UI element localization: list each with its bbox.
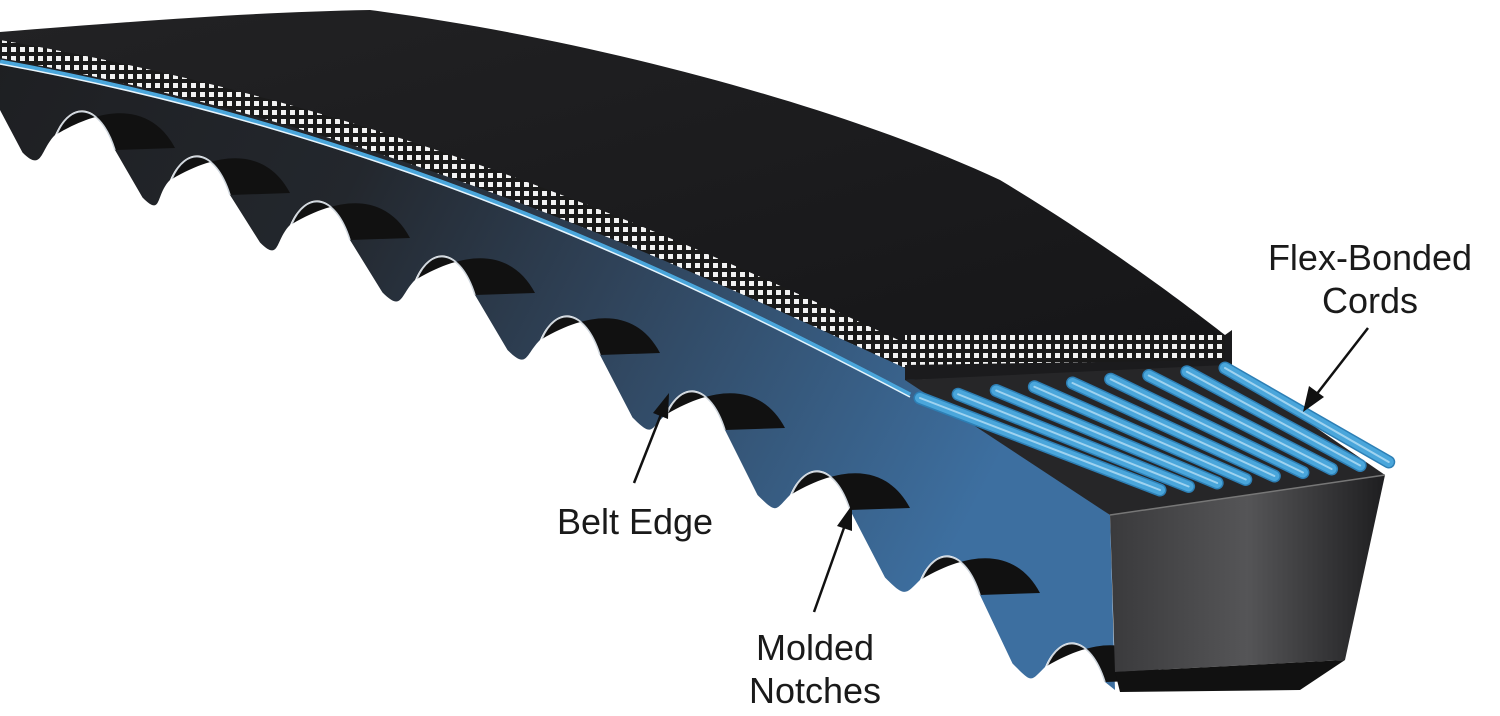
notch-shadow [542,316,660,355]
label-molded-notches: Molded Notches [700,626,930,712]
notch-shadow [667,391,785,430]
arrow-molded-notches [812,505,852,613]
edge-cord-line [0,59,912,398]
notch-shadow [57,111,175,150]
cord [1218,361,1396,469]
notch-shadow [792,471,910,510]
notch-shadow [417,256,535,295]
fabric-strip [0,40,905,368]
belt-side-face [0,40,1115,690]
arrow-flex-bonded-cords [1303,327,1369,412]
label-belt-edge: Belt Edge [556,501,714,542]
arrow-belt-edge [632,393,669,484]
notch-edge [541,315,601,356]
cord [1142,369,1339,476]
flex-bonded-cords [913,361,1396,497]
label-line: Cords [1321,280,1419,321]
notch-edge [56,110,116,151]
label-flex-bonded-cords: Flex-Bonded Cords [1240,236,1500,322]
belt-top-face [0,10,1225,345]
cord [951,387,1196,493]
cord [1066,376,1281,483]
notch-edge [921,555,981,596]
cord [1104,372,1310,479]
cord [1027,380,1253,486]
cord [1180,365,1367,472]
molded-notches [56,110,1165,683]
label-line: Flex-Bonded [1267,237,1473,278]
notch-edge [291,200,351,241]
notch-edge [171,155,231,196]
notch-edge [1046,642,1106,683]
label-line: Notches [748,670,882,711]
notch-edge [791,470,851,511]
fabric-strip-front [905,335,1225,365]
notch-shadow [922,556,1040,595]
notch-edge [666,390,726,431]
label-line: Molded [755,627,875,668]
cord [989,384,1224,490]
notch-shadow [292,201,410,240]
notch-shadow [172,156,290,195]
belt-end-face [1110,475,1385,672]
notch-edge [416,255,476,296]
cord [913,391,1167,497]
